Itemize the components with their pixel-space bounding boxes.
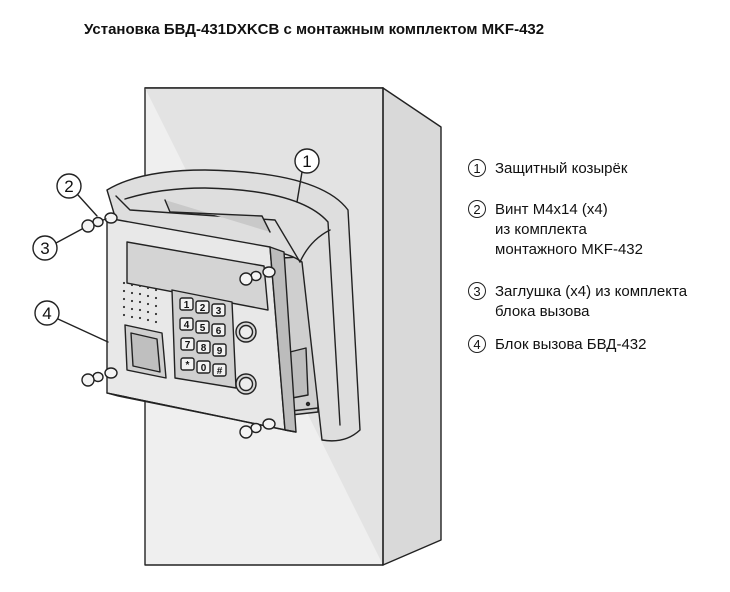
callout-1-label: 1 [302,152,311,171]
callout-3 [32,228,83,261]
legend-item-plug: 3 Заглушка (х4) из комплекта блока вызов… [468,282,687,322]
callout-2-label: 2 [64,177,73,196]
key [212,363,227,377]
key [195,300,210,314]
key [180,337,195,351]
key-label: 7 [185,340,191,351]
legend-text: Заглушка (х4) из комплекта блока вызова [495,283,688,320]
key [196,340,211,354]
key-label: 2 [200,303,206,314]
legend-item-visor: 1 Защитный козырёк [468,159,627,179]
key [211,303,226,317]
speaker-grille [122,281,158,324]
callout-3-label: 3 [40,239,49,258]
key [195,320,210,334]
callout-4 [34,300,109,343]
key-label: 9 [217,346,223,357]
legend-text: Винт М4х14 (х4) из комплекта монтажного … [495,201,643,258]
key-label: 5 [200,323,206,334]
key [179,297,194,311]
key [179,317,194,331]
key-label: 0 [201,363,207,374]
legend-text: Защитный козырёк [495,160,628,177]
legend-text: Блок вызова БВД-432 [495,336,647,353]
callout-1 [294,148,320,203]
key [212,343,227,357]
key-label: # [217,366,223,377]
legend-item-screw: 2 Винт М4х14 (х4) из комплекта монтажног… [468,200,643,260]
key-label: 4 [184,320,190,331]
screws [81,212,311,439]
page-title: Установка БВД-431DXKCB с монтажным компл… [84,21,545,38]
keypad-labels: 1 2 3 4 5 6 7 8 9 * 0 # [184,300,223,377]
key [180,357,195,371]
key-label: 3 [216,306,222,317]
legend-number: 1 [468,159,486,177]
callout-4-label: 4 [42,304,51,323]
key [196,360,211,374]
legend-number: 4 [468,335,486,353]
legend-number: 3 [468,282,486,300]
callout-2 [56,173,98,217]
key-label: 6 [216,326,222,337]
key [211,323,226,337]
key-label: 1 [184,300,190,311]
keypad [179,297,227,377]
legend-item-call-panel: 4 Блок вызова БВД-432 [468,335,646,355]
key-label: * [186,360,190,371]
key-label: 8 [201,343,207,354]
legend-number: 2 [468,200,486,218]
